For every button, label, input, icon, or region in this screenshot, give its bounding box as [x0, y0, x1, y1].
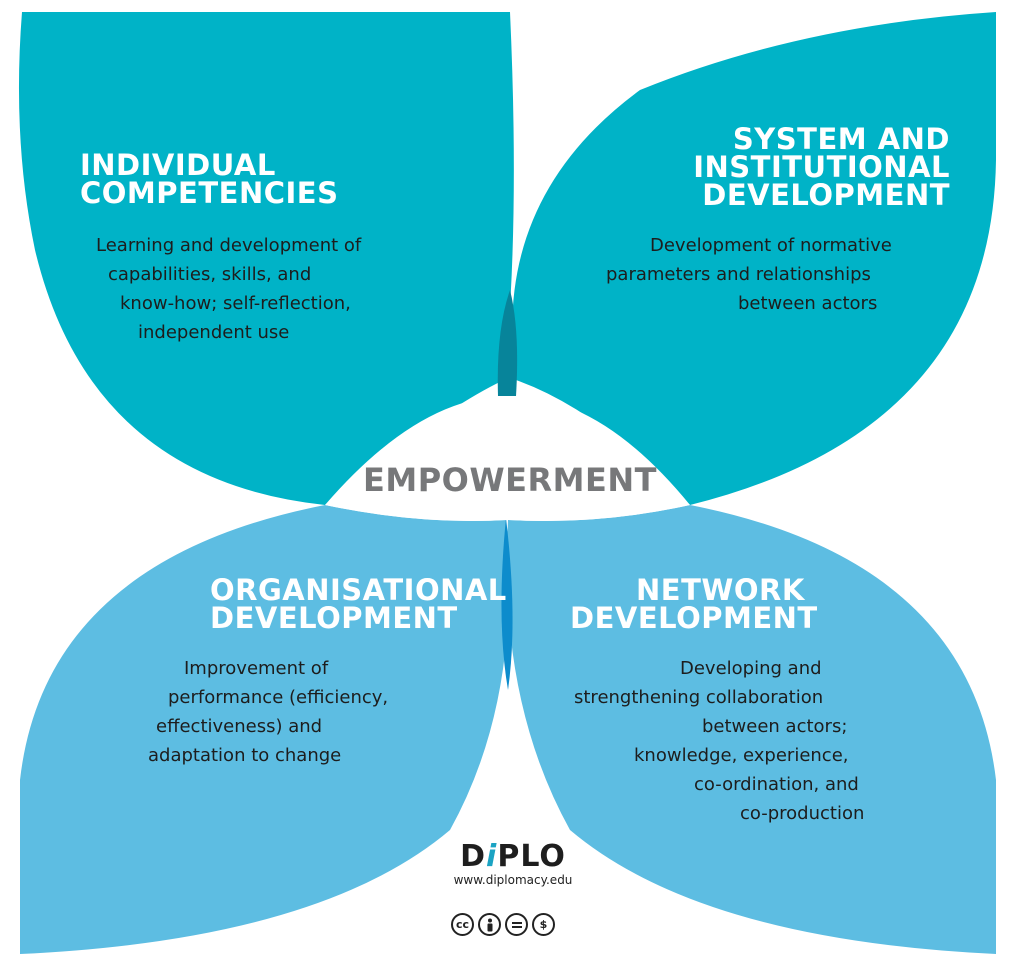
organisational-development-title: ORGANISATIONAL DEVELOPMENT: [210, 573, 507, 635]
by-icon: [478, 913, 501, 936]
petal-system-institutional: [512, 12, 996, 505]
network-development-title: NETWORK DEVELOPMENT: [570, 573, 818, 635]
individual-competencies-title: INDIVIDUAL COMPETENCIES: [80, 148, 339, 210]
petal-individual-competencies: [18, 12, 514, 505]
center-dome: [325, 395, 690, 521]
nc-icon: $: [532, 913, 555, 936]
petal-bottom-overlap: [501, 518, 513, 690]
individual-competencies-text: Learning and development of capabilities…: [96, 235, 362, 343]
center-label: EMPOWERMENT: [363, 461, 657, 499]
system-institutional-title: SYSTEM AND INSTITUTIONAL DEVELOPMENT: [693, 122, 950, 212]
network-development-text: Developing and strengthening collaborati…: [574, 658, 865, 824]
license-icons: cc $: [451, 913, 555, 936]
diplo-logo-text: DiPLO: [460, 839, 566, 874]
nd-icon: [505, 913, 528, 936]
system-institutional-text: Development of normative parameters and …: [606, 235, 892, 314]
diplo-logo: DiPLO www.diplomacy.edu: [448, 839, 578, 888]
cc-icon: cc: [451, 913, 474, 936]
petal-top-overlap: [497, 290, 518, 396]
petal-network: [506, 505, 996, 954]
petal-organisational: [20, 505, 509, 954]
diplo-url: www.diplomacy.edu: [453, 873, 573, 887]
organisational-development-text: Improvement of performance (efficiency, …: [148, 658, 389, 766]
